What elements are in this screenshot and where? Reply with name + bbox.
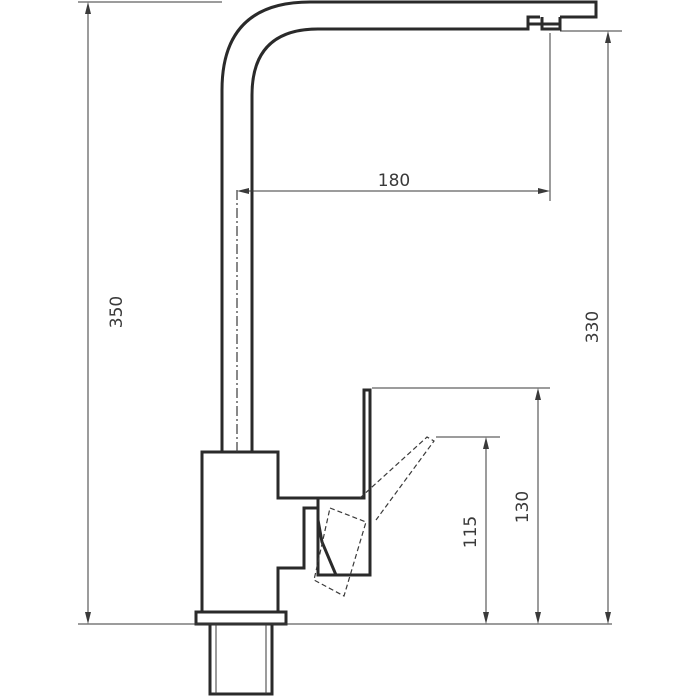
arrow-bottom [605, 612, 611, 624]
dim-label-350: 350 [107, 296, 127, 328]
base-plate [194, 610, 288, 626]
lever-alt-handle [359, 436, 435, 521]
dimension-spout-height: 330 [560, 30, 622, 624]
dimension-spout-reach: 180 [237, 33, 551, 201]
dimension-lever-height: 130 [372, 387, 550, 624]
faucet-body [200, 450, 320, 614]
dim-label-180: 180 [378, 171, 410, 191]
cartridge-wedge [316, 519, 339, 577]
arrow-bottom [535, 612, 541, 624]
spout-aerator [528, 17, 562, 31]
dim-label-130: 130 [513, 491, 533, 523]
arrow-top [85, 2, 91, 14]
shank [208, 624, 274, 696]
arrow-top [535, 388, 541, 400]
arrow-top [483, 437, 489, 449]
lever-alt-head [313, 507, 367, 597]
arrow-right [538, 188, 550, 194]
lever-alt-position [313, 436, 435, 597]
arrow-top [605, 31, 611, 43]
arrow-left [237, 188, 249, 194]
arrow-bottom [85, 612, 91, 624]
spout-inner [250, 15, 540, 452]
dim-label-330: 330 [583, 311, 603, 343]
faucet-outline [200, 0, 598, 614]
dimension-lever-dashed-height: 115 [436, 436, 500, 624]
dim-label-115: 115 [461, 516, 481, 548]
dimension-total-height: 350 [78, 1, 222, 624]
arrow-bottom [483, 612, 489, 624]
spout-outer [220, 0, 598, 452]
